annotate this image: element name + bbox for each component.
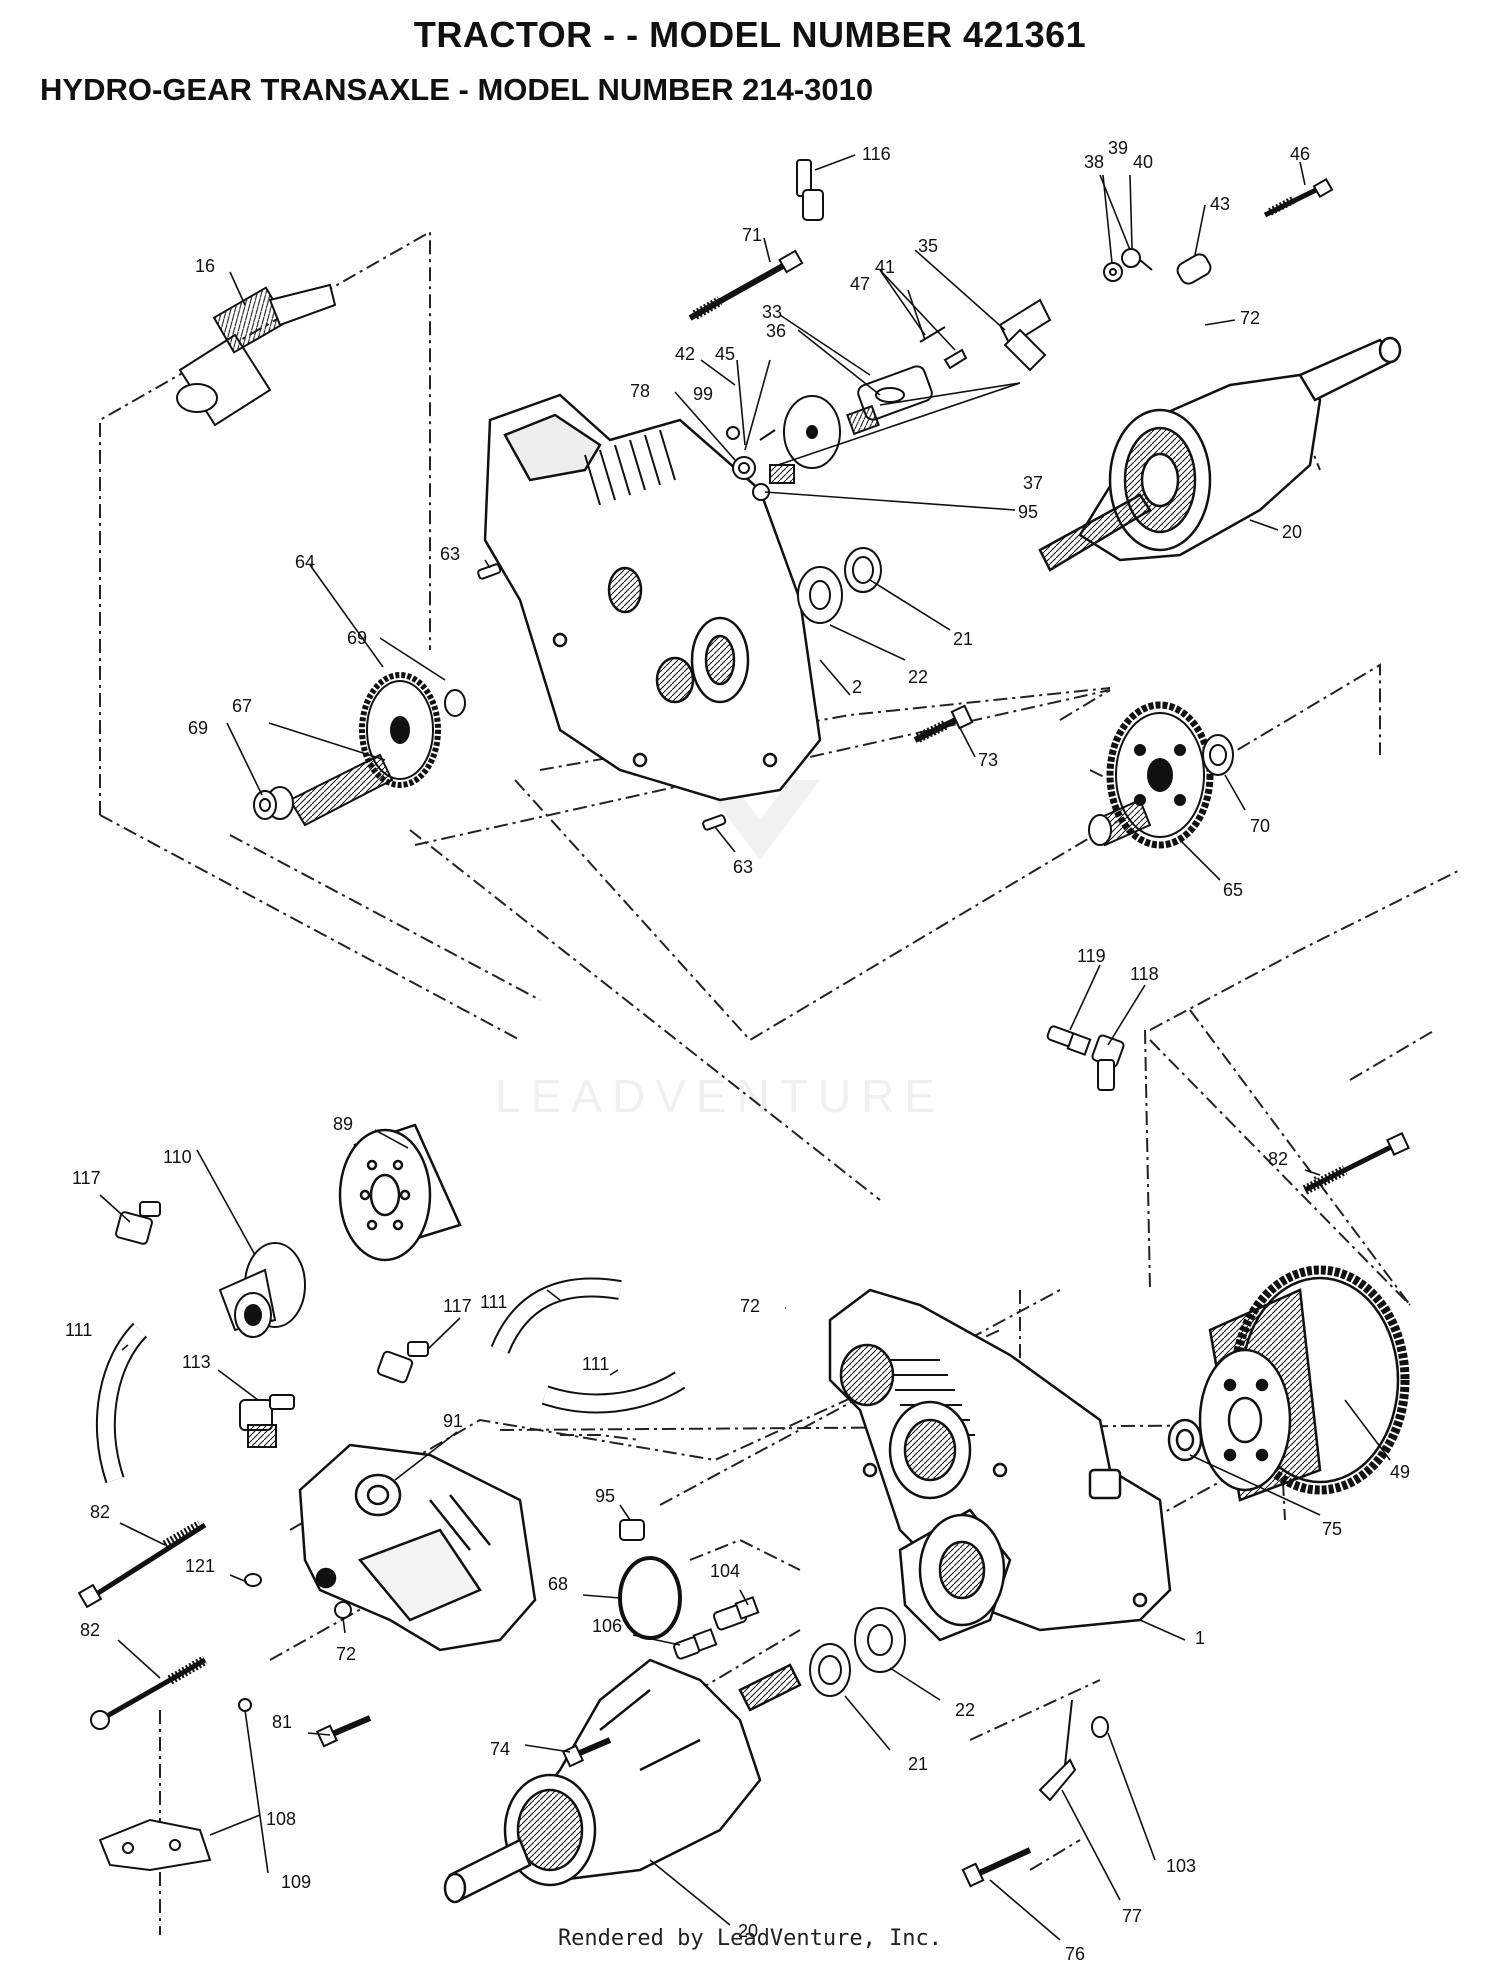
part-116-fitting xyxy=(796,159,824,221)
callout-108: 108 xyxy=(266,1809,296,1829)
callout-64: 64 xyxy=(295,552,315,572)
part-68-104-106-small-parts xyxy=(618,1519,760,1660)
callout-2: 2 xyxy=(852,677,862,697)
callout-38: 38 xyxy=(1084,152,1104,172)
callout-63: 63 xyxy=(440,544,460,564)
callout-82c: 82 xyxy=(80,1620,100,1640)
lower-bolts-group xyxy=(77,1132,1410,1888)
callout-72: 72 xyxy=(1240,308,1260,328)
callout-91: 91 xyxy=(443,1411,463,1431)
callout-36: 36 xyxy=(766,321,786,341)
callout-117b: 117 xyxy=(443,1296,472,1316)
callout-21b: 21 xyxy=(908,1754,928,1774)
watermark-text: LEADVENTURE xyxy=(495,1070,945,1122)
part-38-46-small-parts xyxy=(1103,177,1334,285)
part-49-differential xyxy=(1167,1265,1410,1502)
callout-72c: 72 xyxy=(336,1644,356,1664)
callout-71: 71 xyxy=(742,225,762,245)
callout-47: 47 xyxy=(850,274,870,294)
part-111-hoses xyxy=(95,1277,686,1484)
callout-99: 99 xyxy=(693,384,713,404)
callout-111c: 111 xyxy=(582,1354,609,1374)
callout-103: 103 xyxy=(1166,1856,1196,1876)
callouts: 116 38 39 40 46 16 71 43 35 41 47 72 33 … xyxy=(65,138,1410,1962)
callout-35: 35 xyxy=(918,236,938,256)
callout-21: 21 xyxy=(953,629,973,649)
watermark-logo: LEADVENTURE xyxy=(495,690,945,1122)
callout-111b: 111 xyxy=(65,1320,92,1340)
callout-95b: 95 xyxy=(595,1486,615,1506)
part-16-input-shaft xyxy=(176,283,337,427)
page-subtitle: HYDRO-GEAR TRANSAXLE - MODEL NUMBER 214-… xyxy=(40,72,874,107)
callout-89: 89 xyxy=(333,1114,353,1134)
callout-117: 117 xyxy=(72,1168,101,1188)
callout-77: 77 xyxy=(1122,1906,1142,1926)
callout-20: 20 xyxy=(1282,522,1302,542)
callout-111: 111 xyxy=(480,1292,507,1312)
callout-81: 81 xyxy=(272,1712,292,1732)
callout-41: 41 xyxy=(875,257,895,277)
callout-95: 95 xyxy=(1018,502,1038,522)
callout-33: 33 xyxy=(762,302,782,322)
callout-76: 76 xyxy=(1065,1944,1085,1962)
callout-121: 121 xyxy=(185,1556,215,1576)
part-118-119-fittings xyxy=(1046,1025,1125,1091)
callout-49: 49 xyxy=(1390,1462,1410,1482)
callout-75: 75 xyxy=(1322,1519,1342,1539)
callout-106: 106 xyxy=(592,1616,622,1636)
callout-42: 42 xyxy=(675,344,695,364)
page-title: TRACTOR - - MODEL NUMBER 421361 xyxy=(413,14,1087,55)
part-110-117-113-fittings xyxy=(115,1201,429,1448)
callout-82b: 82 xyxy=(90,1502,110,1522)
callout-70: 70 xyxy=(1250,816,1270,836)
callout-40: 40 xyxy=(1133,152,1153,172)
part-89-oil-filter xyxy=(338,1123,462,1262)
callout-22: 22 xyxy=(908,667,928,687)
washers-lower xyxy=(809,1607,906,1697)
callout-73: 73 xyxy=(978,750,998,770)
callout-37: 37 xyxy=(1023,473,1043,493)
callout-116: 116 xyxy=(862,144,891,164)
callout-118: 118 xyxy=(1130,964,1159,984)
part-64-gear-and-shaft xyxy=(253,672,466,827)
callout-67: 67 xyxy=(232,696,252,716)
part-91-pump-assembly xyxy=(298,1443,537,1652)
callout-104: 104 xyxy=(710,1561,740,1581)
callout-69: 69 xyxy=(347,628,367,648)
callout-46: 46 xyxy=(1290,144,1310,164)
callout-16: 16 xyxy=(195,256,215,276)
valve-parts-group xyxy=(726,298,1052,501)
washers-upper xyxy=(797,547,882,624)
callout-65: 65 xyxy=(1223,880,1243,900)
part-20-upper-axle-housing xyxy=(1038,336,1402,572)
footer-credit: Rendered by LeadVenture, Inc. xyxy=(557,1926,943,1951)
callout-78: 78 xyxy=(630,381,650,401)
callout-68: 68 xyxy=(548,1574,568,1594)
callout-110: 110 xyxy=(163,1147,192,1167)
callout-113: 113 xyxy=(182,1352,211,1372)
callout-119: 119 xyxy=(1077,946,1106,966)
callout-74: 74 xyxy=(490,1739,510,1759)
leader-lines xyxy=(99,154,1391,1941)
callout-22b: 22 xyxy=(955,1700,975,1720)
callout-43: 43 xyxy=(1210,194,1230,214)
part-20-lower-axle-housing xyxy=(443,1658,802,1904)
part-1-lower-housing xyxy=(828,1288,1172,1642)
part-73-bolt xyxy=(913,704,974,743)
callout-1: 1 xyxy=(1195,1628,1205,1648)
callout-39: 39 xyxy=(1108,138,1128,158)
part-65-gear xyxy=(1088,701,1234,849)
callout-45: 45 xyxy=(715,344,735,364)
callout-109: 109 xyxy=(281,1872,311,1892)
callout-82: 82 xyxy=(1268,1149,1288,1169)
callout-72b: 72 xyxy=(740,1296,760,1316)
part-71-bolt xyxy=(688,249,804,321)
callout-63b: 63 xyxy=(733,857,753,877)
part-2-upper-housing xyxy=(483,393,822,802)
callout-69b: 69 xyxy=(188,718,208,738)
callout-20b: 20 xyxy=(738,1921,758,1941)
